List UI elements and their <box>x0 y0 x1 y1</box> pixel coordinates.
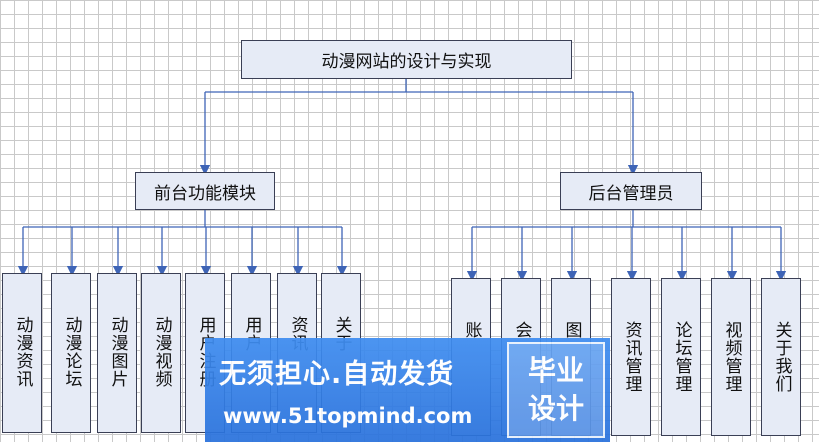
back-child-node: 关于我们 <box>761 278 801 436</box>
watermark-badge-top: 毕业 <box>527 354 584 387</box>
watermark-banner: 无须担心.自动发货 www.51topmind.com 毕业 设计 <box>205 338 610 442</box>
back-admin-node: 后台管理员 <box>560 172 702 210</box>
front-child-node: 动漫论坛 <box>51 273 91 433</box>
watermark-site: www.51topmind.com <box>223 404 473 428</box>
back-child-node: 论坛管理 <box>661 278 701 436</box>
front-child-node: 动漫视频 <box>141 273 181 433</box>
back-child-node: 视频管理 <box>711 278 751 436</box>
front-module-node: 前台功能模块 <box>135 172 275 210</box>
front-child-node: 动漫资讯 <box>2 273 42 433</box>
root-node: 动漫网站的设计与实现 <box>241 40 572 79</box>
watermark-slogan: 无须担心.自动发货 <box>219 359 455 390</box>
watermark-badge-bottom: 设计 <box>527 392 584 425</box>
watermark-badge: 毕业 设计 <box>507 342 605 438</box>
front-child-node: 动漫图片 <box>97 273 137 433</box>
back-child-node: 资讯管理 <box>611 278 651 436</box>
